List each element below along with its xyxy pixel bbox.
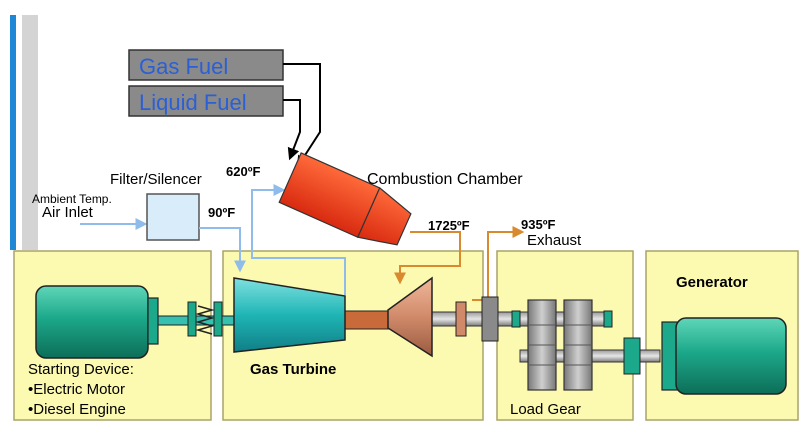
starting-device-label: Starting Device: bbox=[28, 361, 134, 378]
exhaust-label: Exhaust bbox=[527, 232, 582, 249]
turbine-coupling-right bbox=[481, 296, 499, 342]
gear-output-bearing bbox=[603, 310, 613, 328]
temp-620-label: 620ºF bbox=[226, 164, 260, 179]
generator-body bbox=[675, 317, 787, 395]
liquid-fuel-box bbox=[128, 85, 284, 117]
air-inlet-label: Air Inlet bbox=[42, 204, 94, 221]
starter-motor-flange bbox=[147, 297, 159, 345]
gear-bearing bbox=[511, 310, 521, 328]
liquid-fuel-label: Liquid Fuel bbox=[139, 90, 247, 115]
gas-fuel-label: Gas Fuel bbox=[139, 54, 228, 79]
combustion-chamber bbox=[278, 152, 412, 246]
gas-fuel-line bbox=[283, 63, 321, 169]
starter-motor bbox=[35, 285, 149, 359]
gas-turbine-label: Gas Turbine bbox=[250, 361, 336, 378]
generator-label: Generator bbox=[676, 274, 748, 291]
electric-motor-label: •Electric Motor bbox=[28, 381, 125, 398]
temp-1725-label: 1725ºF bbox=[428, 218, 470, 233]
turbine-coupling-left bbox=[455, 301, 467, 337]
gas-turbine-compressor bbox=[233, 277, 346, 353]
compressed-air-line bbox=[251, 184, 346, 295]
coupling bbox=[187, 301, 223, 337]
gas-fuel-box bbox=[128, 49, 284, 81]
load-gear-label: Load Gear bbox=[510, 401, 581, 418]
liquid-fuel-line bbox=[283, 99, 301, 161]
left-gray-bar bbox=[22, 15, 38, 250]
hot-gas-line bbox=[394, 231, 461, 285]
exhaust-line bbox=[472, 226, 525, 301]
filtered-air-line bbox=[199, 227, 246, 273]
temp-90-label: 90ºF bbox=[208, 205, 235, 220]
turbine-shaft bbox=[339, 310, 396, 330]
combustion-chamber-label: Combustion Chamber bbox=[367, 171, 523, 188]
left-accent-bar bbox=[10, 15, 16, 250]
filter-silencer-label: Filter/Silencer bbox=[110, 171, 202, 188]
ambient-temp-label: Ambient Temp. bbox=[32, 192, 112, 206]
generator-coupling bbox=[623, 337, 641, 375]
diesel-engine-label: •Diesel Engine bbox=[28, 401, 126, 418]
power-turbine bbox=[387, 276, 433, 358]
temp-935-label: 935ºF bbox=[521, 217, 555, 232]
combustor-nozzle bbox=[356, 186, 412, 246]
filter-silencer-box bbox=[146, 193, 200, 241]
